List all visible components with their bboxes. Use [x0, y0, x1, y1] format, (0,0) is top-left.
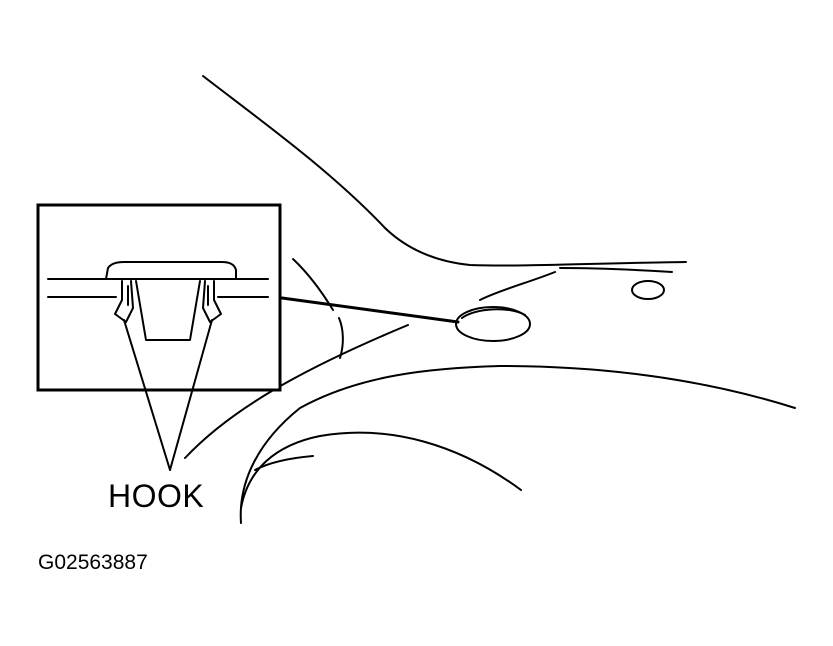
fender-dash-line: [338, 317, 344, 359]
clip-right-hook-icon: [202, 280, 222, 323]
clip-head-icon: [105, 261, 237, 280]
fender-crease-line: [479, 271, 556, 301]
wheel-arch-inner-step-line: [254, 455, 314, 471]
wheel-arch-inner-line: [240, 431, 522, 509]
detail-panel: [47, 278, 269, 298]
clip-hole-rim: [461, 308, 526, 319]
small-oval-mark: [631, 280, 665, 300]
clip-detail: [105, 261, 237, 341]
clip-hole: [455, 306, 531, 342]
clip-hole-outer: [455, 306, 531, 342]
wheel-arch-outer-line: [239, 365, 796, 524]
clip-body-icon: [135, 280, 201, 341]
hood-edge-line: [202, 75, 687, 267]
hook-leader-left: [123, 319, 171, 471]
figure-id-label: G02563887: [38, 551, 148, 574]
hook-leader-right: [169, 319, 213, 471]
hook-leaders: [123, 319, 213, 471]
hook-label: HOOK: [108, 478, 205, 514]
detail-leader-line: [280, 296, 460, 324]
clip-left-hook-icon: [114, 280, 134, 323]
hood-lower-edge-line: [559, 267, 673, 273]
